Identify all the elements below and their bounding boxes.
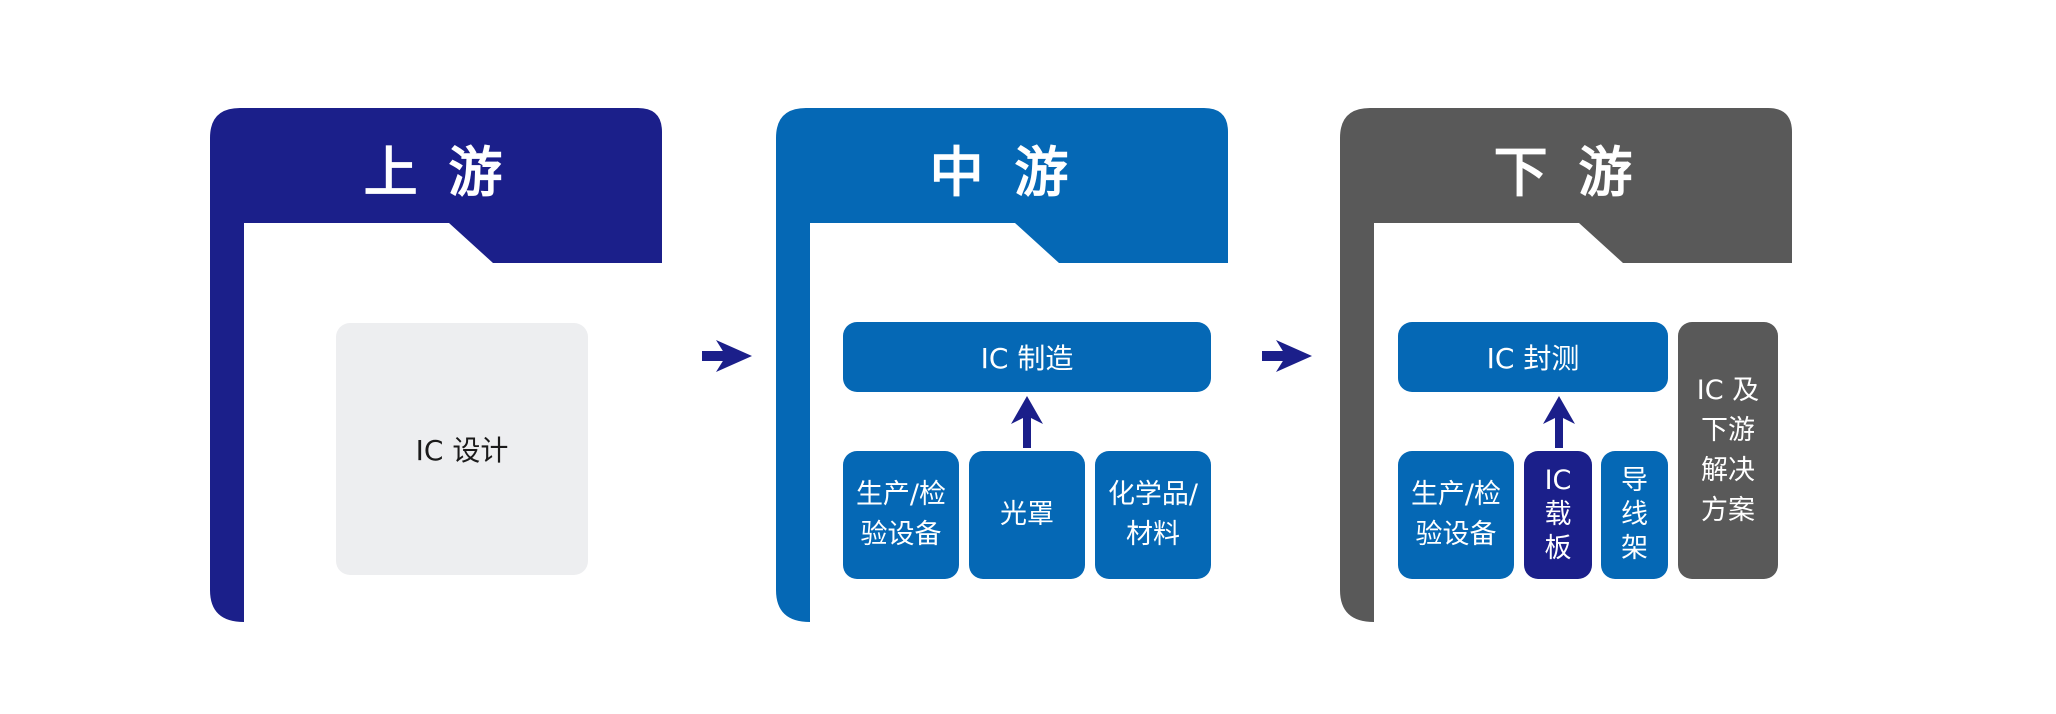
chemicals-box: 化学品/ 材料 bbox=[1095, 451, 1211, 579]
down-equipment-label: 生产/检 验设备 bbox=[1410, 479, 1502, 550]
solutions-label: IC 及 下游 解决 方案 bbox=[1696, 374, 1760, 526]
ic-manufacturing-label: IC 制造 bbox=[980, 342, 1074, 375]
photomask-box: 光罩 bbox=[969, 451, 1085, 579]
upstream-frame bbox=[210, 108, 662, 622]
lead-frame-box: 导 线 架 bbox=[1601, 451, 1668, 579]
ic-substrate-label: IC 载 板 bbox=[1544, 465, 1572, 564]
downstream-title: 下 游 bbox=[1493, 141, 1639, 204]
downstream-frame bbox=[1340, 108, 1792, 622]
arrow-up-downstream bbox=[1543, 396, 1575, 448]
mid-equipment-label: 生产/检 验设备 bbox=[855, 479, 947, 550]
ic-substrate-box: IC 载 板 bbox=[1524, 451, 1592, 579]
midstream-title: 中 游 bbox=[929, 141, 1075, 204]
arrow-upstream-to-midstream bbox=[702, 340, 752, 372]
arrow-midstream-to-downstream bbox=[1262, 340, 1312, 372]
down-equipment-box: 生产/检 验设备 bbox=[1398, 451, 1514, 579]
mid-equipment-box: 生产/检 验设备 bbox=[843, 451, 959, 579]
chemicals-label: 化学品/ 材料 bbox=[1107, 479, 1199, 550]
arrow-up-midstream bbox=[1011, 396, 1043, 448]
ic-design-label: IC 设计 bbox=[415, 434, 509, 467]
midstream-frame bbox=[776, 108, 1228, 622]
lead-frame-label: 导 线 架 bbox=[1621, 465, 1648, 564]
ic-manufacturing-box: IC 制造 bbox=[843, 322, 1211, 392]
solutions-box: IC 及 下游 解决 方案 bbox=[1678, 322, 1778, 579]
photomask-label: 光罩 bbox=[1000, 499, 1054, 530]
ic-packaging-label: IC 封测 bbox=[1486, 342, 1580, 375]
ic-packaging-box: IC 封测 bbox=[1398, 322, 1668, 392]
ic-design-box: IC 设计 bbox=[336, 323, 588, 575]
upstream-title: 上 游 bbox=[363, 141, 509, 204]
